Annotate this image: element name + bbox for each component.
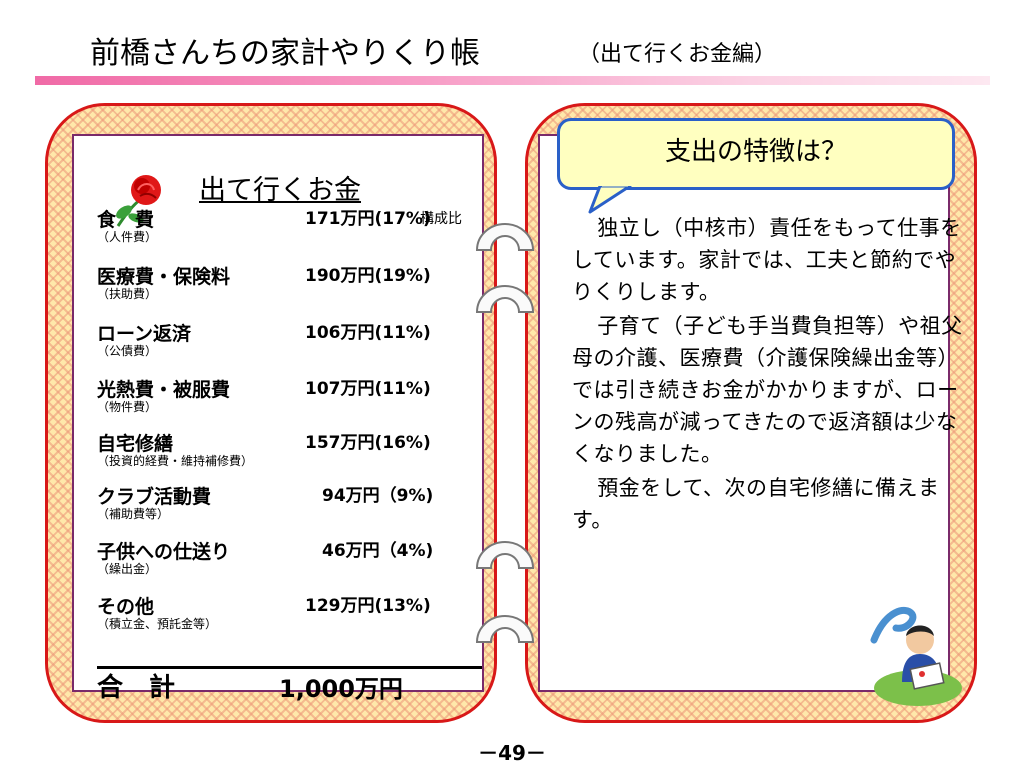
expense-name: 食 費	[97, 209, 155, 231]
explanation-paragraph: 独立し（中核市）責任をもって仕事をしています。家計では、工夫と節約でやりくりしま…	[572, 216, 962, 304]
child-reading-icon	[870, 606, 962, 706]
expense-name: クラブ活動費	[97, 486, 212, 508]
expense-category: （繰出金）	[97, 562, 158, 576]
expense-amount: 107万円(11%)	[305, 379, 431, 399]
title-underline-bar	[35, 76, 990, 85]
left-page-frame: 出て行くお金 構成比 食 費 （人件費） 171万円(17%) 医療費・保険料 …	[45, 103, 497, 723]
explanation-panel	[538, 134, 950, 692]
page-subtitle: （出て行くお金編）	[578, 42, 777, 67]
page-title: 前橋さんちの家計やりくり帳	[90, 36, 480, 71]
expense-amount: 157万円(16%)	[305, 433, 431, 453]
expense-name: 自宅修繕	[97, 433, 174, 455]
explanation-paragraph: 預金をして、次の自宅修繕に備えます。	[572, 476, 940, 532]
total-label: 合 計	[97, 673, 176, 703]
binder-ring-icon	[475, 615, 535, 643]
binder-ring-icon	[475, 223, 535, 251]
expense-name: 医療費・保険料	[97, 266, 231, 288]
expense-name: ローン返済	[97, 323, 192, 345]
expense-amount: 106万円(11%)	[305, 323, 431, 343]
explanation-text: 独立し（中核市）責任をもって仕事をしています。家計では、工夫と節約でやりくりしま…	[572, 212, 964, 538]
callout-tail	[588, 186, 632, 214]
explanation-paragraph: 子育て（子ども手当費負担等）や祖父母の介護、医療費（介護保険繰出金等）では引き続…	[572, 314, 963, 466]
expense-category: （補助費等）	[97, 507, 170, 521]
right-page-frame	[525, 103, 977, 723]
expense-category: （物件費）	[97, 400, 158, 414]
binder-ring-icon	[475, 285, 535, 313]
binder-rings	[475, 223, 535, 643]
expense-amount: 171万円(17%)	[305, 209, 431, 229]
callout-text: 支出の特徴は？	[664, 137, 847, 167]
expense-amount: 94万円（9%)	[305, 486, 434, 506]
page-number: －49－	[478, 741, 546, 765]
expense-category: （公債費）	[97, 344, 158, 358]
binder-ring-icon	[475, 541, 535, 569]
expense-amount: 190万円(19%)	[305, 266, 431, 286]
total-divider	[97, 666, 482, 669]
total-value: 1,000万円	[279, 675, 403, 703]
expense-heading: 出て行くお金	[199, 175, 361, 206]
ratio-column-label: 構成比	[420, 211, 462, 227]
expense-name: その他	[97, 596, 155, 618]
expense-category: （人件費）	[97, 230, 158, 244]
expense-amount: 129万円(13%)	[305, 596, 431, 616]
expense-category: （投資的経費・維持補修費）	[97, 454, 254, 468]
expense-amount: 46万円（4%)	[305, 541, 434, 561]
expense-category: （扶助費）	[97, 287, 158, 301]
expense-name: 光熱費・被服費	[97, 379, 231, 401]
expense-category: （積立金、預託金等）	[97, 617, 218, 631]
expense-panel: 出て行くお金 構成比 食 費 （人件費） 171万円(17%) 医療費・保険料 …	[72, 134, 484, 703]
callout-box: 支出の特徴は？	[557, 118, 955, 190]
expense-name: 子供への仕送り	[97, 541, 231, 563]
rose-icon	[116, 175, 161, 227]
